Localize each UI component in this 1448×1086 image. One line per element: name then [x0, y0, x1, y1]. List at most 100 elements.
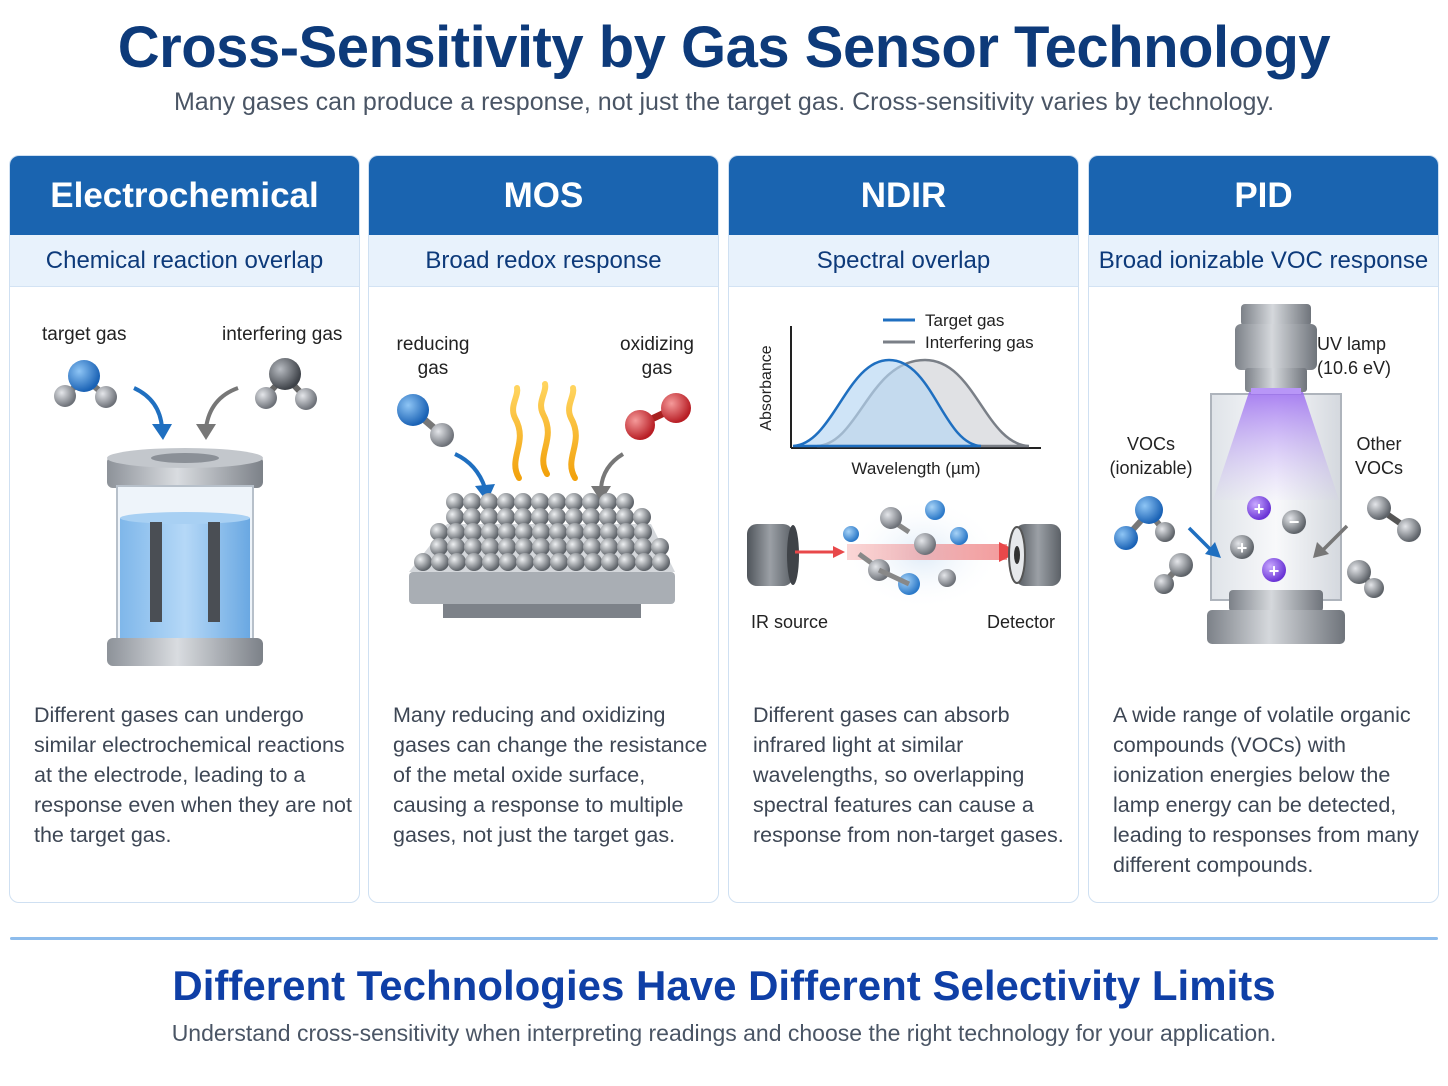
- metal-oxide-grain: [531, 493, 549, 511]
- metal-oxide-grain: [430, 538, 448, 556]
- panel-description: Many reducing and oxidizing gases can ch…: [393, 703, 708, 847]
- metal-oxide-grain: [447, 523, 465, 541]
- electrochemical-cell-icon: [107, 448, 263, 666]
- metal-oxide-grain: [515, 538, 533, 556]
- other-voc-molecule-icon: [1367, 496, 1421, 542]
- oxidizing-gas-label-line2: gas: [642, 358, 673, 379]
- metal-oxide-grain: [480, 493, 498, 511]
- metal-oxide-grain: [516, 553, 534, 571]
- uv-lamp-energy-label: (10.6 eV): [1317, 358, 1391, 378]
- metal-oxide-grain: [617, 523, 635, 541]
- metal-oxide-grain: [651, 538, 669, 556]
- metal-oxide-grain: [463, 493, 481, 511]
- ndir-illustration: Target gas Interfering gas Absorbance Wa…: [729, 288, 1078, 688]
- positive-ion-icon: +: [1262, 558, 1286, 582]
- panel-electrochemical: Electrochemical Chemical reaction overla…: [9, 155, 360, 903]
- metal-oxide-grain: [463, 508, 481, 526]
- metal-oxide-grain: [498, 523, 516, 541]
- target-peak-curve: [792, 358, 982, 448]
- vocs-label: VOCs: [1127, 434, 1175, 454]
- metal-oxide-grain: [566, 538, 584, 556]
- metal-oxide-grain: [464, 523, 482, 541]
- panel-description: Different gases can undergo similar elec…: [34, 703, 352, 847]
- negative-ion-icon: −: [1282, 510, 1306, 534]
- metal-oxide-grain: [532, 538, 550, 556]
- ir-source-icon: [747, 524, 799, 586]
- page-title: Cross-Sensitivity by Gas Sensor Technolo…: [117, 15, 1331, 80]
- metal-oxide-grain: [549, 523, 567, 541]
- detector-label: Detector: [987, 612, 1055, 632]
- metal-oxide-grain: [548, 508, 566, 526]
- electrochemical-illustration: target gas interfering gas: [10, 288, 359, 688]
- metal-oxide-grain: [465, 553, 483, 571]
- metal-oxide-grain: [633, 508, 651, 526]
- metal-oxide-grain: [635, 553, 653, 571]
- metal-oxide-grain: [600, 538, 618, 556]
- metal-oxide-grain: [499, 553, 517, 571]
- detector-icon: [1008, 524, 1061, 586]
- page-subtitle: Many gases can produce a response, not j…: [173, 88, 1275, 116]
- panel-subtitle: Broad redox response: [369, 235, 718, 287]
- reducing-gas-molecule-icon: [397, 394, 454, 447]
- panel-ndir: NDIR Spectral overlap: [728, 155, 1079, 903]
- panel-title: Electrochemical: [10, 156, 359, 235]
- metal-oxide-grain: [634, 523, 652, 541]
- metal-oxide-grain: [447, 538, 465, 556]
- metal-oxide-grain: [549, 538, 567, 556]
- interfering-gas-label: interfering gas: [222, 324, 342, 345]
- metal-oxide-grain: [497, 493, 515, 511]
- uv-lamp-icon: [1235, 304, 1317, 394]
- metal-oxide-grain: [582, 508, 600, 526]
- panel-title: MOS: [369, 156, 718, 235]
- metal-oxide-grain: [446, 493, 464, 511]
- other-vocs-label: Other: [1356, 434, 1401, 454]
- metal-oxide-grain: [617, 538, 635, 556]
- ion-sign: +: [1269, 561, 1280, 581]
- target-gas-label: target gas: [42, 324, 127, 345]
- legend-interfering-label: Interfering gas: [925, 333, 1034, 352]
- metal-oxide-grain: [600, 523, 618, 541]
- reducing-arrow-icon: [454, 452, 487, 489]
- oxidizing-gas-label: oxidizing: [620, 334, 694, 355]
- metal-oxide-grain: [601, 553, 619, 571]
- metal-oxide-grain: [583, 538, 601, 556]
- metal-oxide-grain: [531, 508, 549, 526]
- legend-target-label: Target gas: [925, 311, 1004, 330]
- target-arrow-icon: [133, 386, 164, 429]
- footer-divider: [10, 937, 1438, 940]
- ion-sign: +: [1254, 499, 1265, 519]
- gas-molecules-icon: [843, 500, 968, 595]
- reducing-gas-label-line2: gas: [418, 358, 449, 379]
- other-voc-arrow-icon: [1321, 524, 1349, 552]
- panel-subtitle: Chemical reaction overlap: [10, 235, 359, 287]
- panel-title: PID: [1089, 156, 1438, 235]
- metal-oxide-grain: [481, 523, 499, 541]
- metal-oxide-grain: [599, 508, 617, 526]
- oxidizing-gas-molecule-icon: [625, 393, 691, 440]
- reducing-gas-label: reducing: [397, 334, 470, 355]
- metal-oxide-grain: [599, 493, 617, 511]
- metal-oxide-grain: [482, 553, 500, 571]
- metal-oxide-grain: [583, 523, 601, 541]
- metal-oxide-grain: [464, 538, 482, 556]
- metal-oxide-grain: [582, 493, 600, 511]
- ionizable-voc-molecule-icon: [1154, 553, 1193, 594]
- metal-oxide-grain: [566, 523, 584, 541]
- metal-oxide-grain: [616, 508, 634, 526]
- metal-oxide-grain: [498, 538, 516, 556]
- metal-oxide-grain: [481, 538, 499, 556]
- metal-oxide-grain: [431, 553, 449, 571]
- panel-mos: MOS Broad redox response: [368, 155, 719, 903]
- metal-oxide-grain: [548, 493, 566, 511]
- ir-beam: [795, 542, 1019, 562]
- metal-oxide-grain: [616, 493, 634, 511]
- pid-illustration: + − + + UV lamp (10.6 eV) VOCs (ionizabl…: [1089, 288, 1438, 688]
- uv-light-beam: [1213, 392, 1339, 500]
- ion-sign: +: [1237, 538, 1248, 558]
- panel-description: Different gases can absorb infrared ligh…: [753, 703, 1064, 847]
- metal-oxide-grain: [448, 553, 466, 571]
- panel-pid: PID Broad ionizable VOC response: [1088, 155, 1439, 903]
- x-axis-label: Wavelength (µm): [851, 459, 980, 478]
- footer-title: Different Technologies Have Different Se…: [172, 962, 1276, 1009]
- ir-source-label: IR source: [751, 612, 828, 632]
